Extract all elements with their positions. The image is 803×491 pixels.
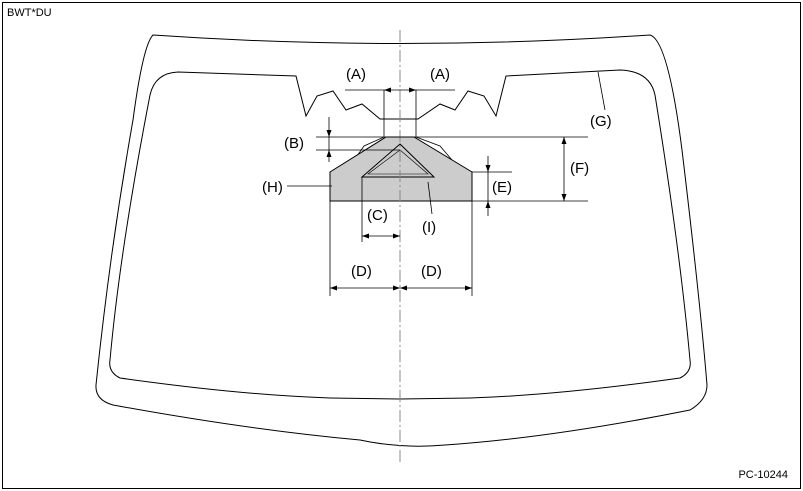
inner-triangle-i (360, 143, 436, 178)
figure-id: PC-10244 (738, 469, 788, 481)
label-g: (G) (590, 113, 612, 130)
dim-a-arrowheads (384, 87, 416, 93)
label-e: (E) (492, 179, 512, 196)
label-c: (C) (367, 207, 388, 224)
label-d-right: (D) (421, 263, 442, 280)
leader-g (597, 71, 606, 111)
label-i: (I) (422, 219, 436, 236)
diagram-code: BWT*DU (7, 7, 52, 19)
windshield-outer-outline (95, 34, 708, 447)
dim-b-arrowheads (326, 130, 332, 157)
windshield-inner-outline (109, 69, 691, 400)
label-a-right: (A) (430, 66, 450, 83)
dim-d-arrowheads (330, 285, 472, 291)
dim-f-arrowheads (561, 137, 567, 201)
label-a-left: (A) (346, 66, 366, 83)
label-h: (H) (262, 179, 283, 196)
label-b: (B) (284, 135, 304, 152)
shaded-area-h (329, 136, 473, 202)
leader-i (427, 181, 433, 215)
inner-triangle-i-inset (367, 149, 429, 175)
label-d-left: (D) (351, 263, 372, 280)
label-f: (F) (570, 160, 589, 177)
